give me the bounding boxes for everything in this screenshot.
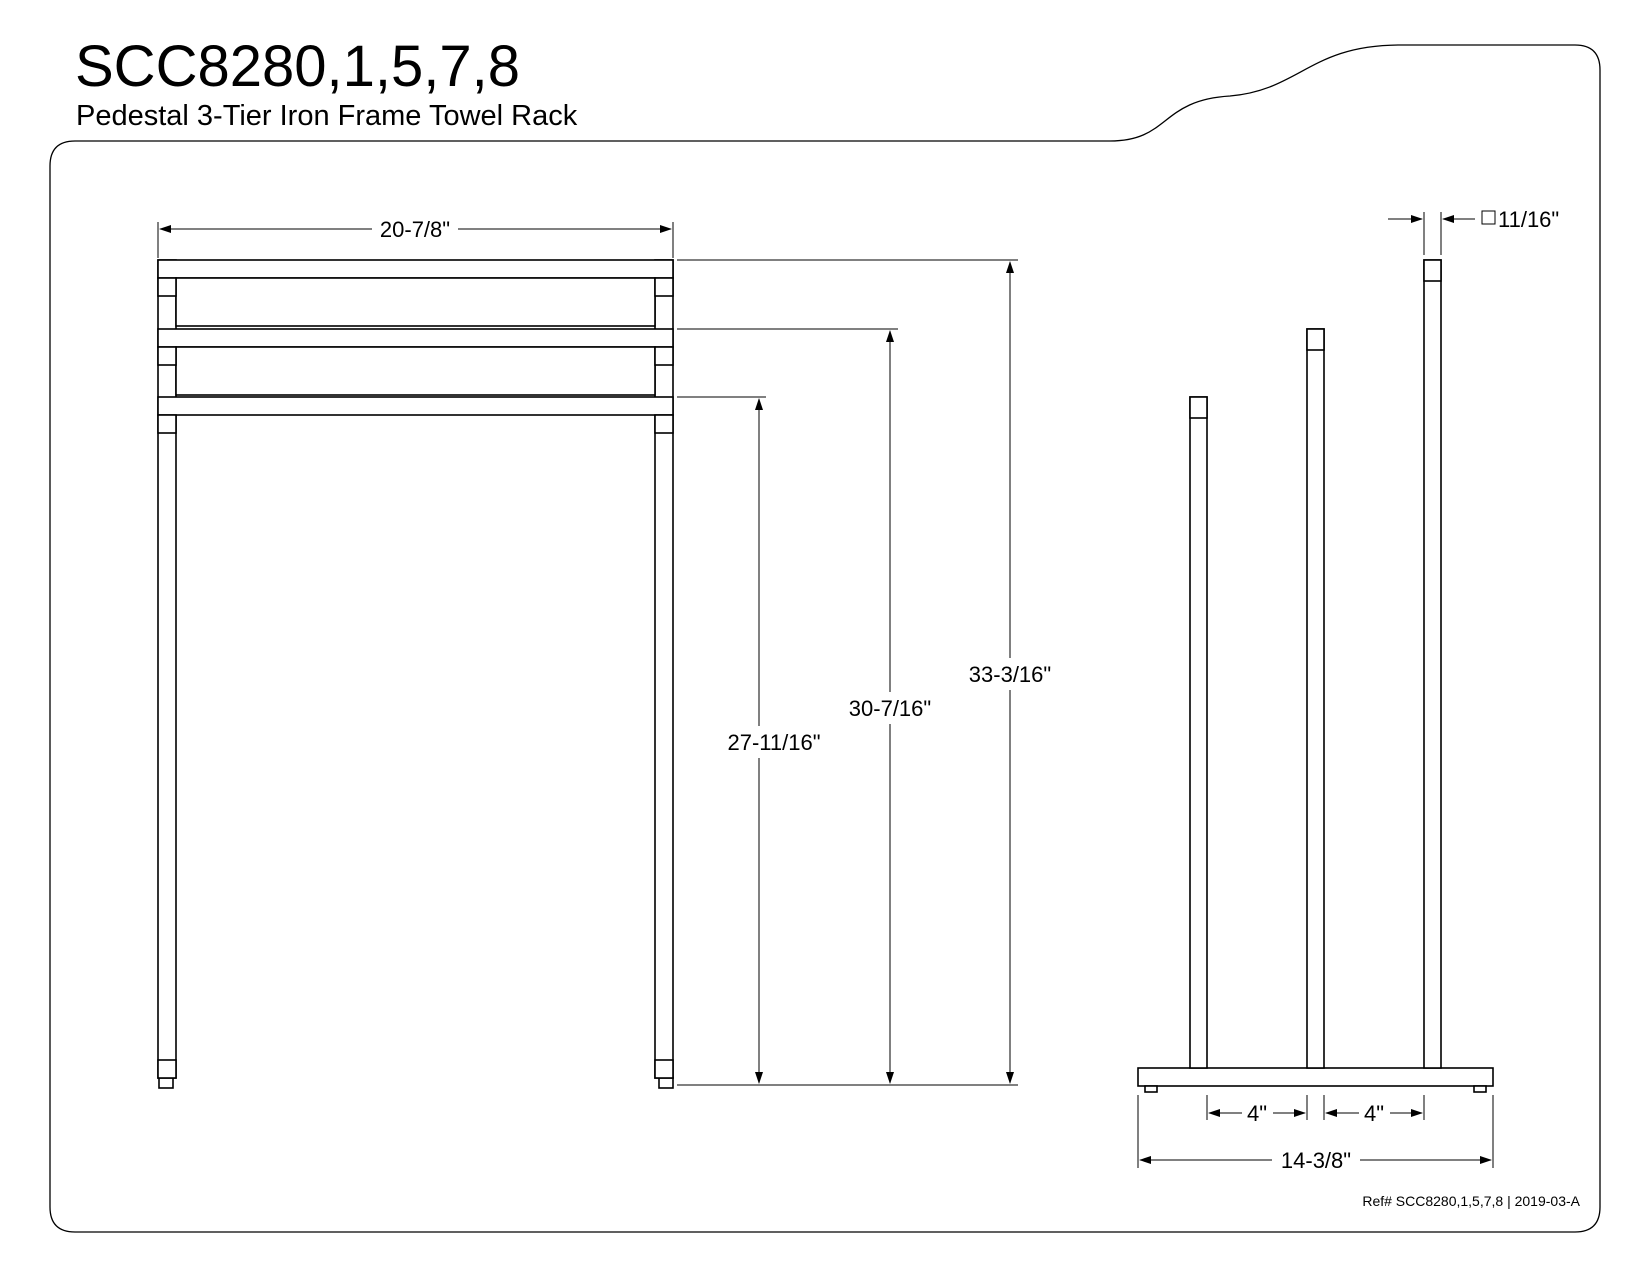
top-tier-bar [175, 277, 656, 327]
post-spacing-left-label: 4" [1247, 1101, 1267, 1126]
middle-tier-height-label: 30-7/16" [849, 696, 931, 721]
side-post-short [1189, 396, 1208, 1069]
side-post-tall [1423, 259, 1442, 1069]
side-post-middle [1306, 328, 1325, 1069]
post-square-size-label: 11/16" [1498, 207, 1559, 232]
top-bar-cap [157, 259, 674, 279]
base-depth-label: 14-3/8" [1281, 1148, 1351, 1173]
side-base [1137, 1067, 1494, 1087]
middle-bar-cap [157, 328, 674, 348]
front-left-leg [157, 259, 177, 1079]
overall-width-label: 20-7/8" [380, 217, 450, 242]
post-spacing-right-label: 4" [1364, 1101, 1384, 1126]
model-title: SCC8280,1,5,7,8 [75, 34, 520, 99]
front-left-foot [158, 1077, 174, 1089]
front-right-leg [654, 259, 674, 1079]
bottom-bar-cap [157, 396, 674, 416]
bottom-tier-height-label: 27-11/16" [727, 730, 820, 755]
side-view: 11/16" 4" 4" 14-3/8" [1137, 207, 1559, 1173]
middle-tier-bar [175, 346, 656, 396]
top-tier-height-label: 33-3/16" [969, 662, 1051, 687]
product-subtitle: Pedestal 3-Tier Iron Frame Towel Rack [76, 100, 578, 132]
square-symbol-icon [1481, 210, 1496, 225]
front-view: 20-7/8" 33-3/16" 30-7/16" 27-11/16" [157, 217, 1051, 1089]
reference-number: Ref# SCC8280,1,5,7,8 | 2019-03-A [1362, 1193, 1580, 1209]
front-right-foot [658, 1077, 674, 1089]
sheet-border [49, 44, 1601, 1233]
